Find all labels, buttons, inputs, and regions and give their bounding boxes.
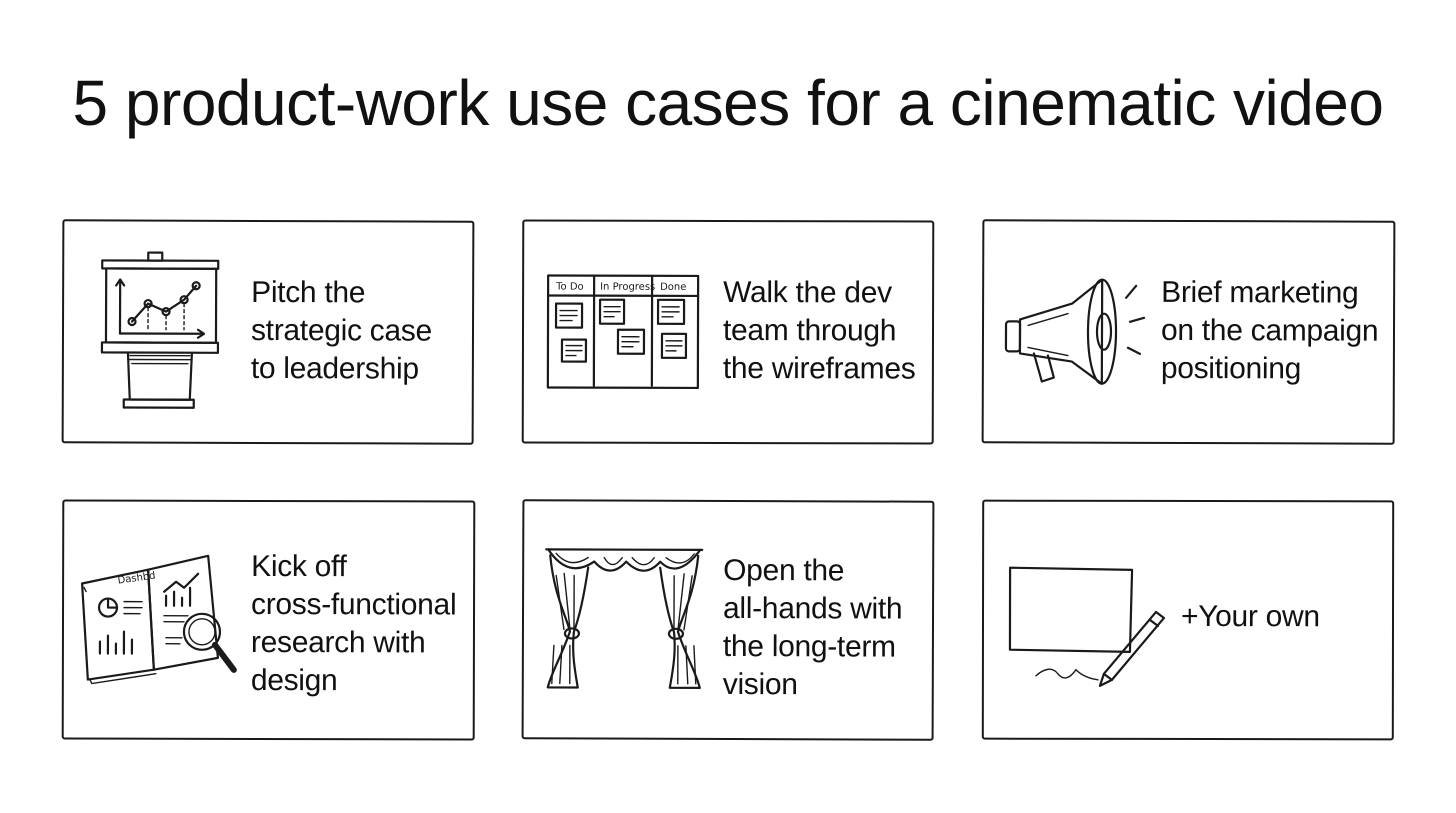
card-text: Kick off cross-functional research with … xyxy=(250,549,457,698)
use-case-card-pitch: Pitch the strategic case to leadership xyxy=(61,219,475,445)
card-text: Open the all-hands with the long-term vi… xyxy=(722,553,903,702)
sticky-note xyxy=(656,298,686,325)
use-case-card-research: Dashbd Kick off cross-functional researc… xyxy=(61,499,476,741)
sticky-note xyxy=(660,332,688,359)
pen-and-canvas-icon xyxy=(1006,566,1166,696)
presentation-easel-icon xyxy=(98,251,220,411)
column-label: In Progress xyxy=(600,282,655,293)
use-case-card-wireframes: To Do In Progress Done xyxy=(521,219,935,445)
use-case-card-your-own: +Your own xyxy=(981,499,1395,741)
kanban-board-icon: To Do In Progress Done xyxy=(544,272,704,392)
megaphone-icon xyxy=(1002,271,1152,392)
sticky-note xyxy=(598,298,626,325)
page-title: 5 product-work use cases for a cinematic… xyxy=(72,67,1384,139)
book-label: Dashbd xyxy=(117,570,156,586)
use-case-card-marketing: Brief marketing on the campaign position… xyxy=(981,219,1396,445)
card-text: Pitch the strategic case to leadership xyxy=(250,275,432,386)
card-text: +Your own xyxy=(1180,599,1320,634)
column-label: Done xyxy=(660,282,686,293)
stage-curtain-icon xyxy=(544,545,705,696)
sticky-note xyxy=(560,338,588,363)
column-label: To Do xyxy=(555,282,584,293)
sticky-note xyxy=(554,302,584,329)
sticky-note xyxy=(616,328,646,355)
research-book-icon: Dashbd xyxy=(78,552,243,685)
card-text: Brief marketing on the campaign position… xyxy=(1160,275,1379,386)
use-case-card-all-hands: Open the all-hands with the long-term vi… xyxy=(521,499,935,741)
card-text: Walk the dev team through the wireframes xyxy=(722,275,916,386)
